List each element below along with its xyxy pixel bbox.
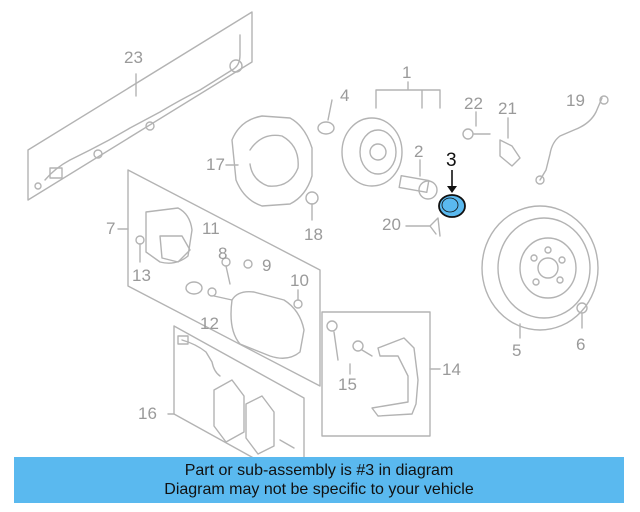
bolt-22-drawing bbox=[462, 111, 491, 140]
callout-12[interactable]: 12 bbox=[200, 314, 219, 333]
info-banner: Part or sub-assembly is #3 in diagram Di… bbox=[14, 457, 624, 503]
brake-disc-drawing bbox=[481, 205, 599, 339]
dust-shield-drawing bbox=[231, 115, 313, 207]
caliper-panel-drawing bbox=[117, 169, 321, 387]
retaining-clip-drawing bbox=[405, 217, 441, 237]
wheel-hub-drawing bbox=[341, 117, 403, 187]
callout-13[interactable]: 13 bbox=[132, 266, 151, 285]
callout-17[interactable]: 17 bbox=[206, 155, 225, 174]
callout-14[interactable]: 14 bbox=[442, 360, 461, 379]
callout-18[interactable]: 18 bbox=[304, 225, 323, 244]
callout-10[interactable]: 10 bbox=[290, 271, 309, 290]
bolt-18-drawing bbox=[305, 191, 319, 221]
callout-9[interactable]: 9 bbox=[262, 256, 272, 275]
callout-23[interactable]: 23 bbox=[124, 48, 143, 67]
callout-6[interactable]: 6 bbox=[576, 335, 586, 354]
callout-4[interactable]: 4 bbox=[340, 86, 350, 105]
screw-6-drawing bbox=[576, 302, 588, 329]
callout-20[interactable]: 20 bbox=[382, 215, 401, 234]
callout-3-highlighted[interactable]: 3 bbox=[446, 150, 457, 171]
callout-1[interactable]: 1 bbox=[402, 63, 412, 82]
hub-bolt-drawing bbox=[398, 159, 438, 200]
callout-2[interactable]: 2 bbox=[414, 142, 424, 161]
speed-sensor-cable-drawing bbox=[535, 95, 609, 185]
callout-16[interactable]: 16 bbox=[138, 404, 157, 423]
banner-line-1: Part or sub-assembly is #3 in diagram bbox=[184, 462, 454, 479]
callout-22[interactable]: 22 bbox=[464, 94, 483, 113]
callout-21[interactable]: 21 bbox=[498, 99, 517, 118]
bracket-21-drawing bbox=[499, 117, 521, 167]
highlighted-part-3-cap bbox=[438, 194, 466, 218]
callout-19[interactable]: 19 bbox=[566, 91, 585, 110]
callout-7[interactable]: 7 bbox=[106, 219, 116, 238]
caliper-bracket-panel-drawing bbox=[321, 311, 441, 437]
callout-8[interactable]: 8 bbox=[218, 244, 228, 263]
wear-sensor-cable-drawing bbox=[27, 11, 253, 201]
callout-15[interactable]: 15 bbox=[338, 375, 357, 394]
callout-5[interactable]: 5 bbox=[512, 341, 522, 360]
banner-line-2: Diagram may not be specific to your vehi… bbox=[164, 481, 474, 498]
seal-ring-drawing bbox=[317, 121, 335, 135]
callout-11[interactable]: 11 bbox=[202, 219, 220, 238]
